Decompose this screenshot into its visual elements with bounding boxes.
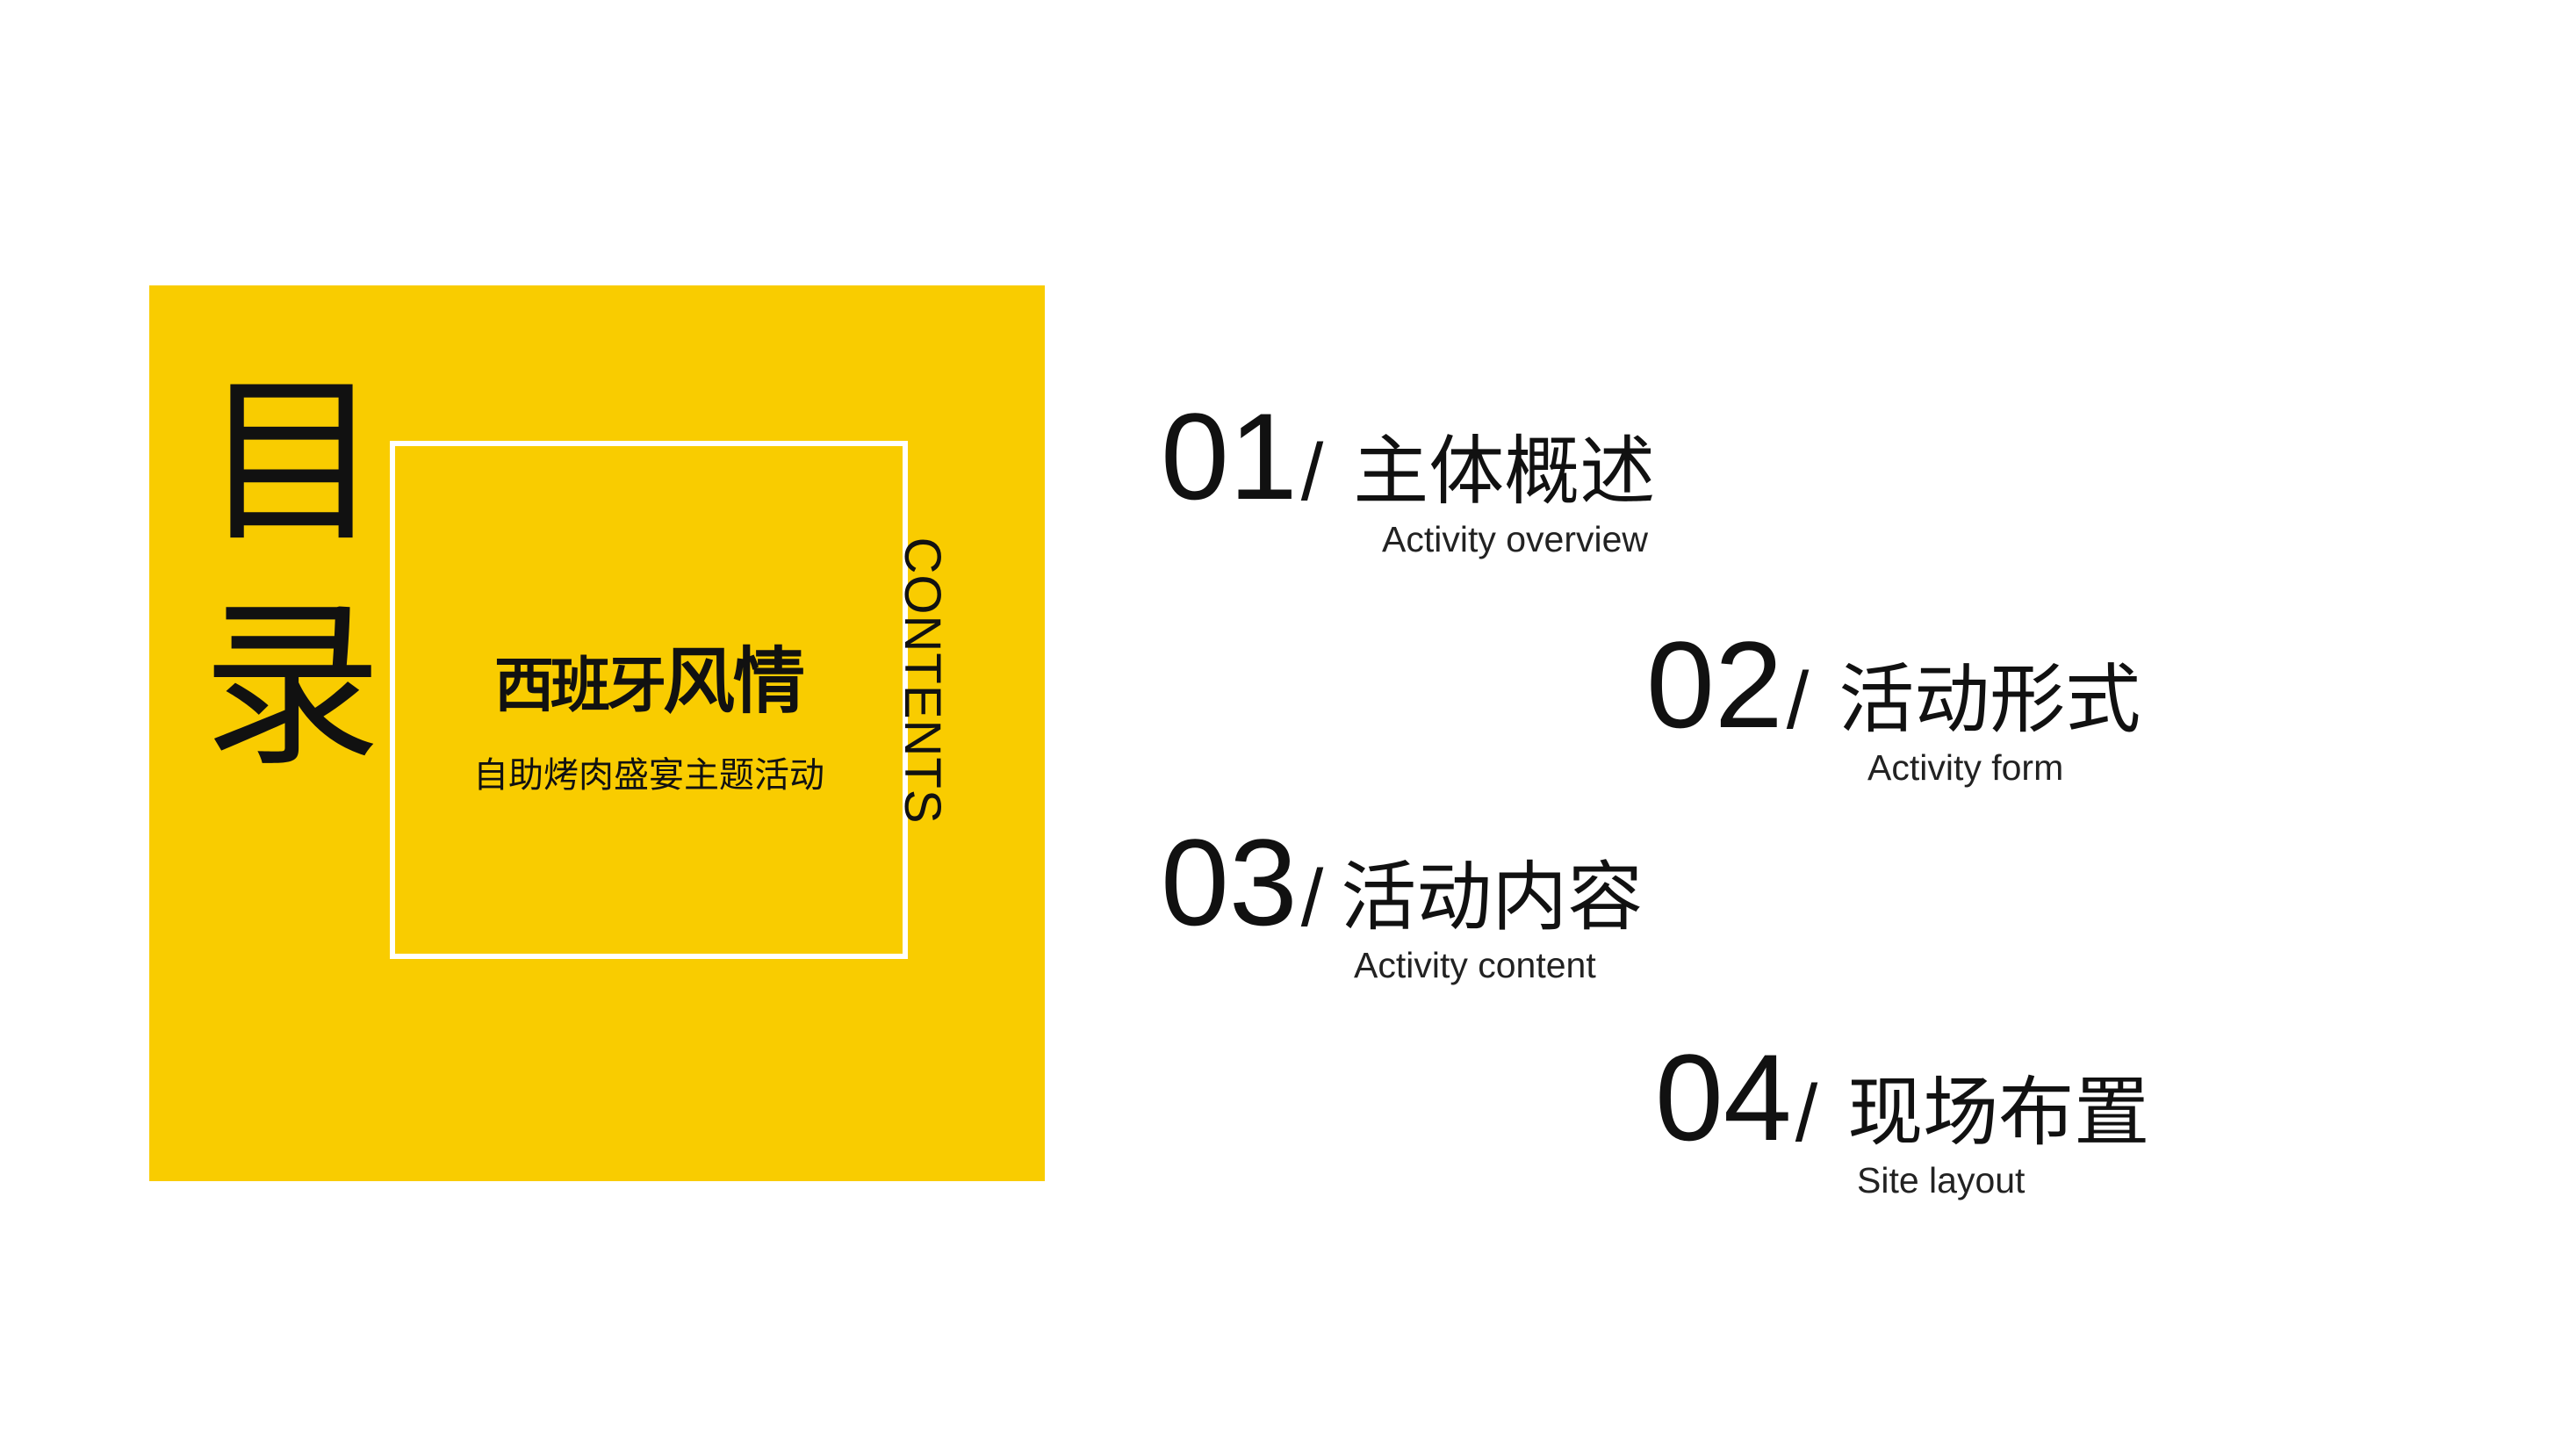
title-char-mu: 目 <box>202 358 382 567</box>
item-title-cn: 活动形式 <box>1838 656 2141 744</box>
menu-item-2[interactable]: 02 / 活动形式 Activity form <box>1646 624 2141 786</box>
item-number: 02 <box>1646 616 1783 753</box>
menu-item-3[interactable]: 03 / 活动内容 Activity content <box>1161 821 1643 984</box>
item-title-en: Site layout <box>1857 1160 2026 1200</box>
item-title-en: Activity content <box>1354 945 1596 985</box>
item-title-en: Activity form <box>1867 747 2064 788</box>
item-title-cn: 活动内容 <box>1341 854 1644 941</box>
contents-panel: 目 录 西班牙风情 自助烤肉盛宴主题活动 CONTENTS <box>149 285 1045 1181</box>
item-title-cn: 主体概述 <box>1353 428 1656 515</box>
item-slash: / <box>1300 428 1324 517</box>
item-number: 03 <box>1161 813 1298 951</box>
item-slash: / <box>1300 854 1324 943</box>
item-number: 04 <box>1655 1028 1792 1166</box>
inner-frame: 西班牙风情 自助烤肉盛宴主题活动 <box>390 441 908 959</box>
item-title-en: Activity overview <box>1382 519 1649 559</box>
slogan-lead: 西班牙 <box>493 652 666 721</box>
slogan: 西班牙风情 <box>395 646 903 718</box>
slogan-tail: 风情 <box>663 640 805 724</box>
item-slash: / <box>1795 1069 1818 1158</box>
item-slash: / <box>1786 656 1810 746</box>
menu-item-4[interactable]: 04 / 现场布置 Site layout <box>1655 1036 2149 1199</box>
subtitle: 自助烤肉盛宴主题活动 <box>473 755 824 796</box>
contents-word: CONTENTS <box>894 537 951 825</box>
title-char-lu: 录 <box>202 582 382 791</box>
item-title-cn: 现场布置 <box>1847 1069 2150 1157</box>
menu-item-1[interactable]: 01 / 主体概述 Activity overview <box>1161 395 1655 558</box>
item-number: 01 <box>1161 387 1298 525</box>
